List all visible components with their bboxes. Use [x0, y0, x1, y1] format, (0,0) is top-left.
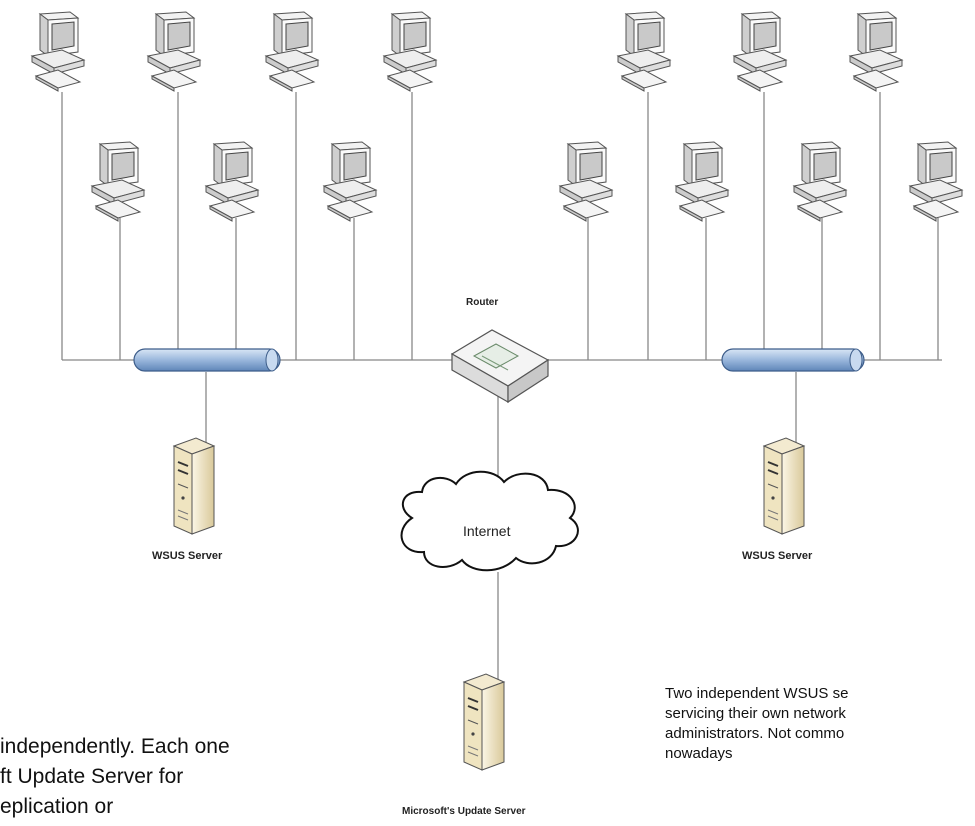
internet-cloud-icon — [400, 470, 579, 572]
caption-left-line-2: ft Update Server for — [0, 765, 184, 788]
workstation-icon — [265, 11, 319, 92]
workstation-icon — [733, 11, 787, 92]
internet-label: Internet — [463, 523, 511, 539]
workstation-icon — [383, 11, 437, 92]
workstation-icon — [909, 141, 963, 222]
wsus-server-right-label: WSUS Server — [742, 550, 813, 562]
workstation-icon — [91, 141, 145, 222]
router-icon — [450, 329, 550, 404]
workstation-icon — [205, 141, 259, 222]
caption-right-line-1: Two independent WSUS se — [665, 685, 849, 702]
hub-left — [133, 348, 281, 372]
workstation-icon — [323, 141, 377, 222]
wsus-server-right-icon — [763, 437, 805, 535]
caption-right-line-2: servicing their own network — [665, 705, 846, 722]
workstation-icon — [849, 11, 903, 92]
wsus-server-left-icon — [173, 437, 215, 535]
workstation-icon — [793, 141, 847, 222]
caption-right-line-4: nowadays — [665, 745, 733, 762]
workstation-icon — [675, 141, 729, 222]
workstation-icon — [147, 11, 201, 92]
workstation-icon — [31, 11, 85, 92]
microsoft-update-server-icon — [463, 673, 505, 771]
caption-left-line-3: eplication or — [0, 795, 114, 818]
wsus-server-left-label: WSUS Server — [152, 550, 223, 562]
microsoft-update-server-label: Microsoft's Update Server — [402, 806, 526, 817]
caption-left-line-1: independently. Each one — [0, 735, 230, 758]
caption-right-line-3: administrators. Not commo — [665, 725, 845, 742]
hub-right — [721, 348, 865, 372]
workstation-icon — [617, 11, 671, 92]
router-label: Router — [466, 297, 499, 308]
workstation-icon — [559, 141, 613, 222]
